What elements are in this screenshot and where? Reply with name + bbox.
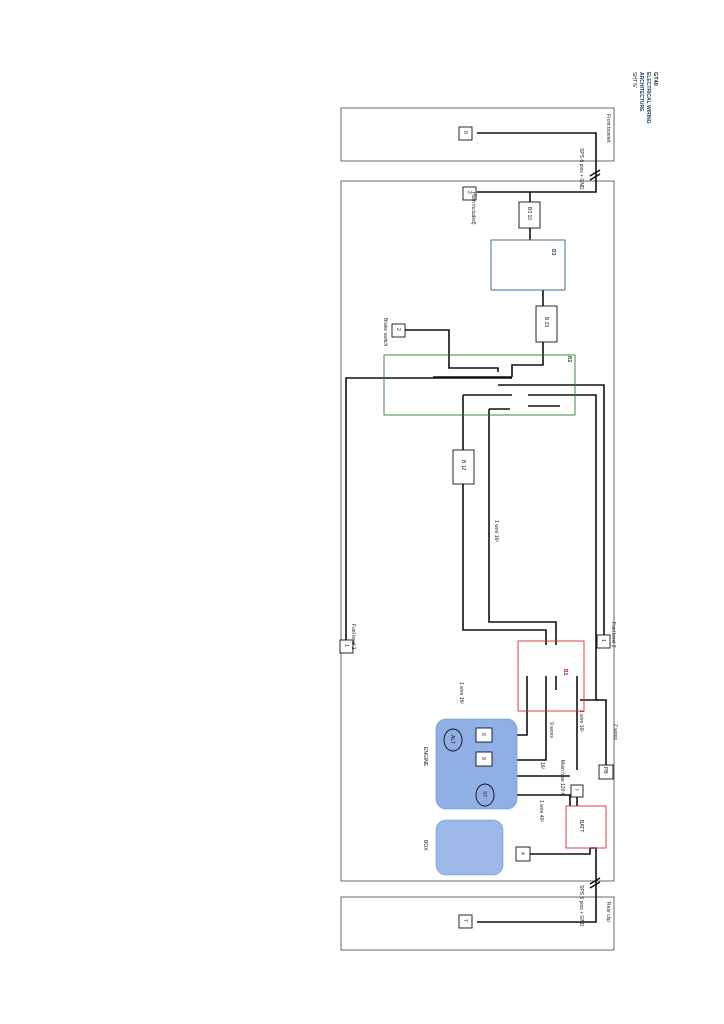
main-body-frame [340, 180, 615, 882]
node-6 [475, 727, 493, 743]
wire-b2-b [498, 384, 605, 640]
b2-label: B2 [566, 356, 572, 363]
node-2-horn [462, 186, 477, 201]
wires [345, 132, 607, 923]
starter-label: ST [481, 791, 487, 797]
title-block: GT40 ELECTRICAL WIRING ARCHITECTURE SHT … [631, 72, 658, 124]
b3-10-label: B3 10 [526, 207, 532, 220]
fuel-level-1-label: Fuel level 1 [350, 624, 356, 650]
wire-brake [405, 329, 499, 372]
node-7-label: 7 [462, 919, 468, 922]
wire-b12 [462, 395, 547, 645]
wire-front-link-break [589, 169, 601, 181]
brake-switch-label: Brake switch [382, 318, 388, 347]
node-1-fuel1 [339, 639, 354, 654]
b2-23-box [535, 305, 558, 343]
wire-starter [493, 794, 571, 806]
nine-wires-label: 9 wires [548, 722, 554, 738]
wire-b23-down [511, 342, 544, 377]
node-2-horn-label: 2 [466, 191, 472, 194]
title-line2: ARCHITECTURE [638, 72, 644, 112]
front-bonnet-frame [340, 107, 615, 162]
node-4 [515, 846, 531, 862]
node-f [570, 784, 584, 798]
battery-label: BATT [578, 820, 584, 832]
horn-label: Horn included) [470, 192, 476, 225]
node-pb-label: PB [602, 767, 608, 774]
node-6-label: 6 [480, 733, 486, 736]
b3-10-box [518, 201, 541, 229]
wire-batt-4 [530, 848, 591, 855]
node-1-fuel2 [596, 634, 611, 649]
node-1-fuel2-label: 1 [600, 639, 606, 642]
node-2-brake-label: 2 [395, 328, 401, 331]
node-boxes: 8 2 2 1 1 6 9 f 4 7 PB [339, 126, 614, 929]
node-4-label: 4 [519, 852, 525, 855]
front-connector-label: SPS 6 pins + GND [578, 148, 584, 190]
node-1-fuel1-label: 1 [343, 644, 349, 647]
b2-23-label: B 23 [543, 317, 549, 328]
b12-box [452, 449, 475, 485]
wire-40-label: 1 wire 40² [538, 800, 544, 822]
main-fuse-label: Main fuse 120 A [559, 760, 565, 797]
node-7 [458, 914, 473, 929]
two-wires-label: 2 wires [612, 724, 618, 740]
wire-b2-e [489, 405, 560, 410]
b12-label: B 12 [460, 460, 466, 471]
wire-16-upper-label: 1 wire 16² [493, 520, 499, 542]
wire-rear-link-break [589, 877, 601, 889]
title-sheet: SHT 5/ [631, 72, 637, 88]
front-bonnet-label: Front bonnet [605, 114, 611, 143]
fuel-level-2-label: Fuel level 2 [610, 622, 616, 648]
rear-clip-frame [340, 896, 615, 951]
rear-connector-label: SPS 6 pins + GND [578, 885, 584, 927]
b1-label: B1 [562, 669, 568, 676]
b2-block [383, 354, 576, 416]
wire-16-left-label: 1 wire 16² [458, 682, 464, 704]
wire-fuel-level-1 [345, 377, 512, 640]
engine-label: ENGINE [422, 747, 428, 767]
wire-front-8 [477, 132, 597, 193]
wire-b1-to-pb [580, 699, 607, 765]
sixteen-label: 16² [539, 762, 545, 770]
node-pb [598, 764, 614, 780]
starter-symbol [475, 783, 495, 807]
alternator-symbol [443, 728, 463, 752]
title-project: GT40 [652, 72, 658, 86]
wire-16-right-label: 1 wire 16² [578, 710, 584, 732]
node-8-label: 8 [462, 131, 468, 134]
node-f-label: f [573, 789, 579, 791]
b1-block [517, 640, 585, 712]
alternator-label: ALT [449, 735, 455, 744]
b3-label: B3 [550, 249, 556, 256]
node-2-brake [391, 323, 406, 338]
b3-block [490, 239, 566, 291]
node-8 [458, 126, 473, 141]
node-9-label: 9 [480, 757, 486, 760]
node-9 [475, 751, 493, 767]
rear-clip-label: Rear clip [605, 902, 611, 922]
title-line1: ELECTRICAL WIRING [645, 72, 651, 124]
wire-b2-c [528, 394, 599, 701]
wire-16-upper [488, 409, 557, 645]
box-label: BOX [422, 840, 428, 851]
battery-block [565, 805, 607, 849]
box-block [435, 819, 504, 876]
